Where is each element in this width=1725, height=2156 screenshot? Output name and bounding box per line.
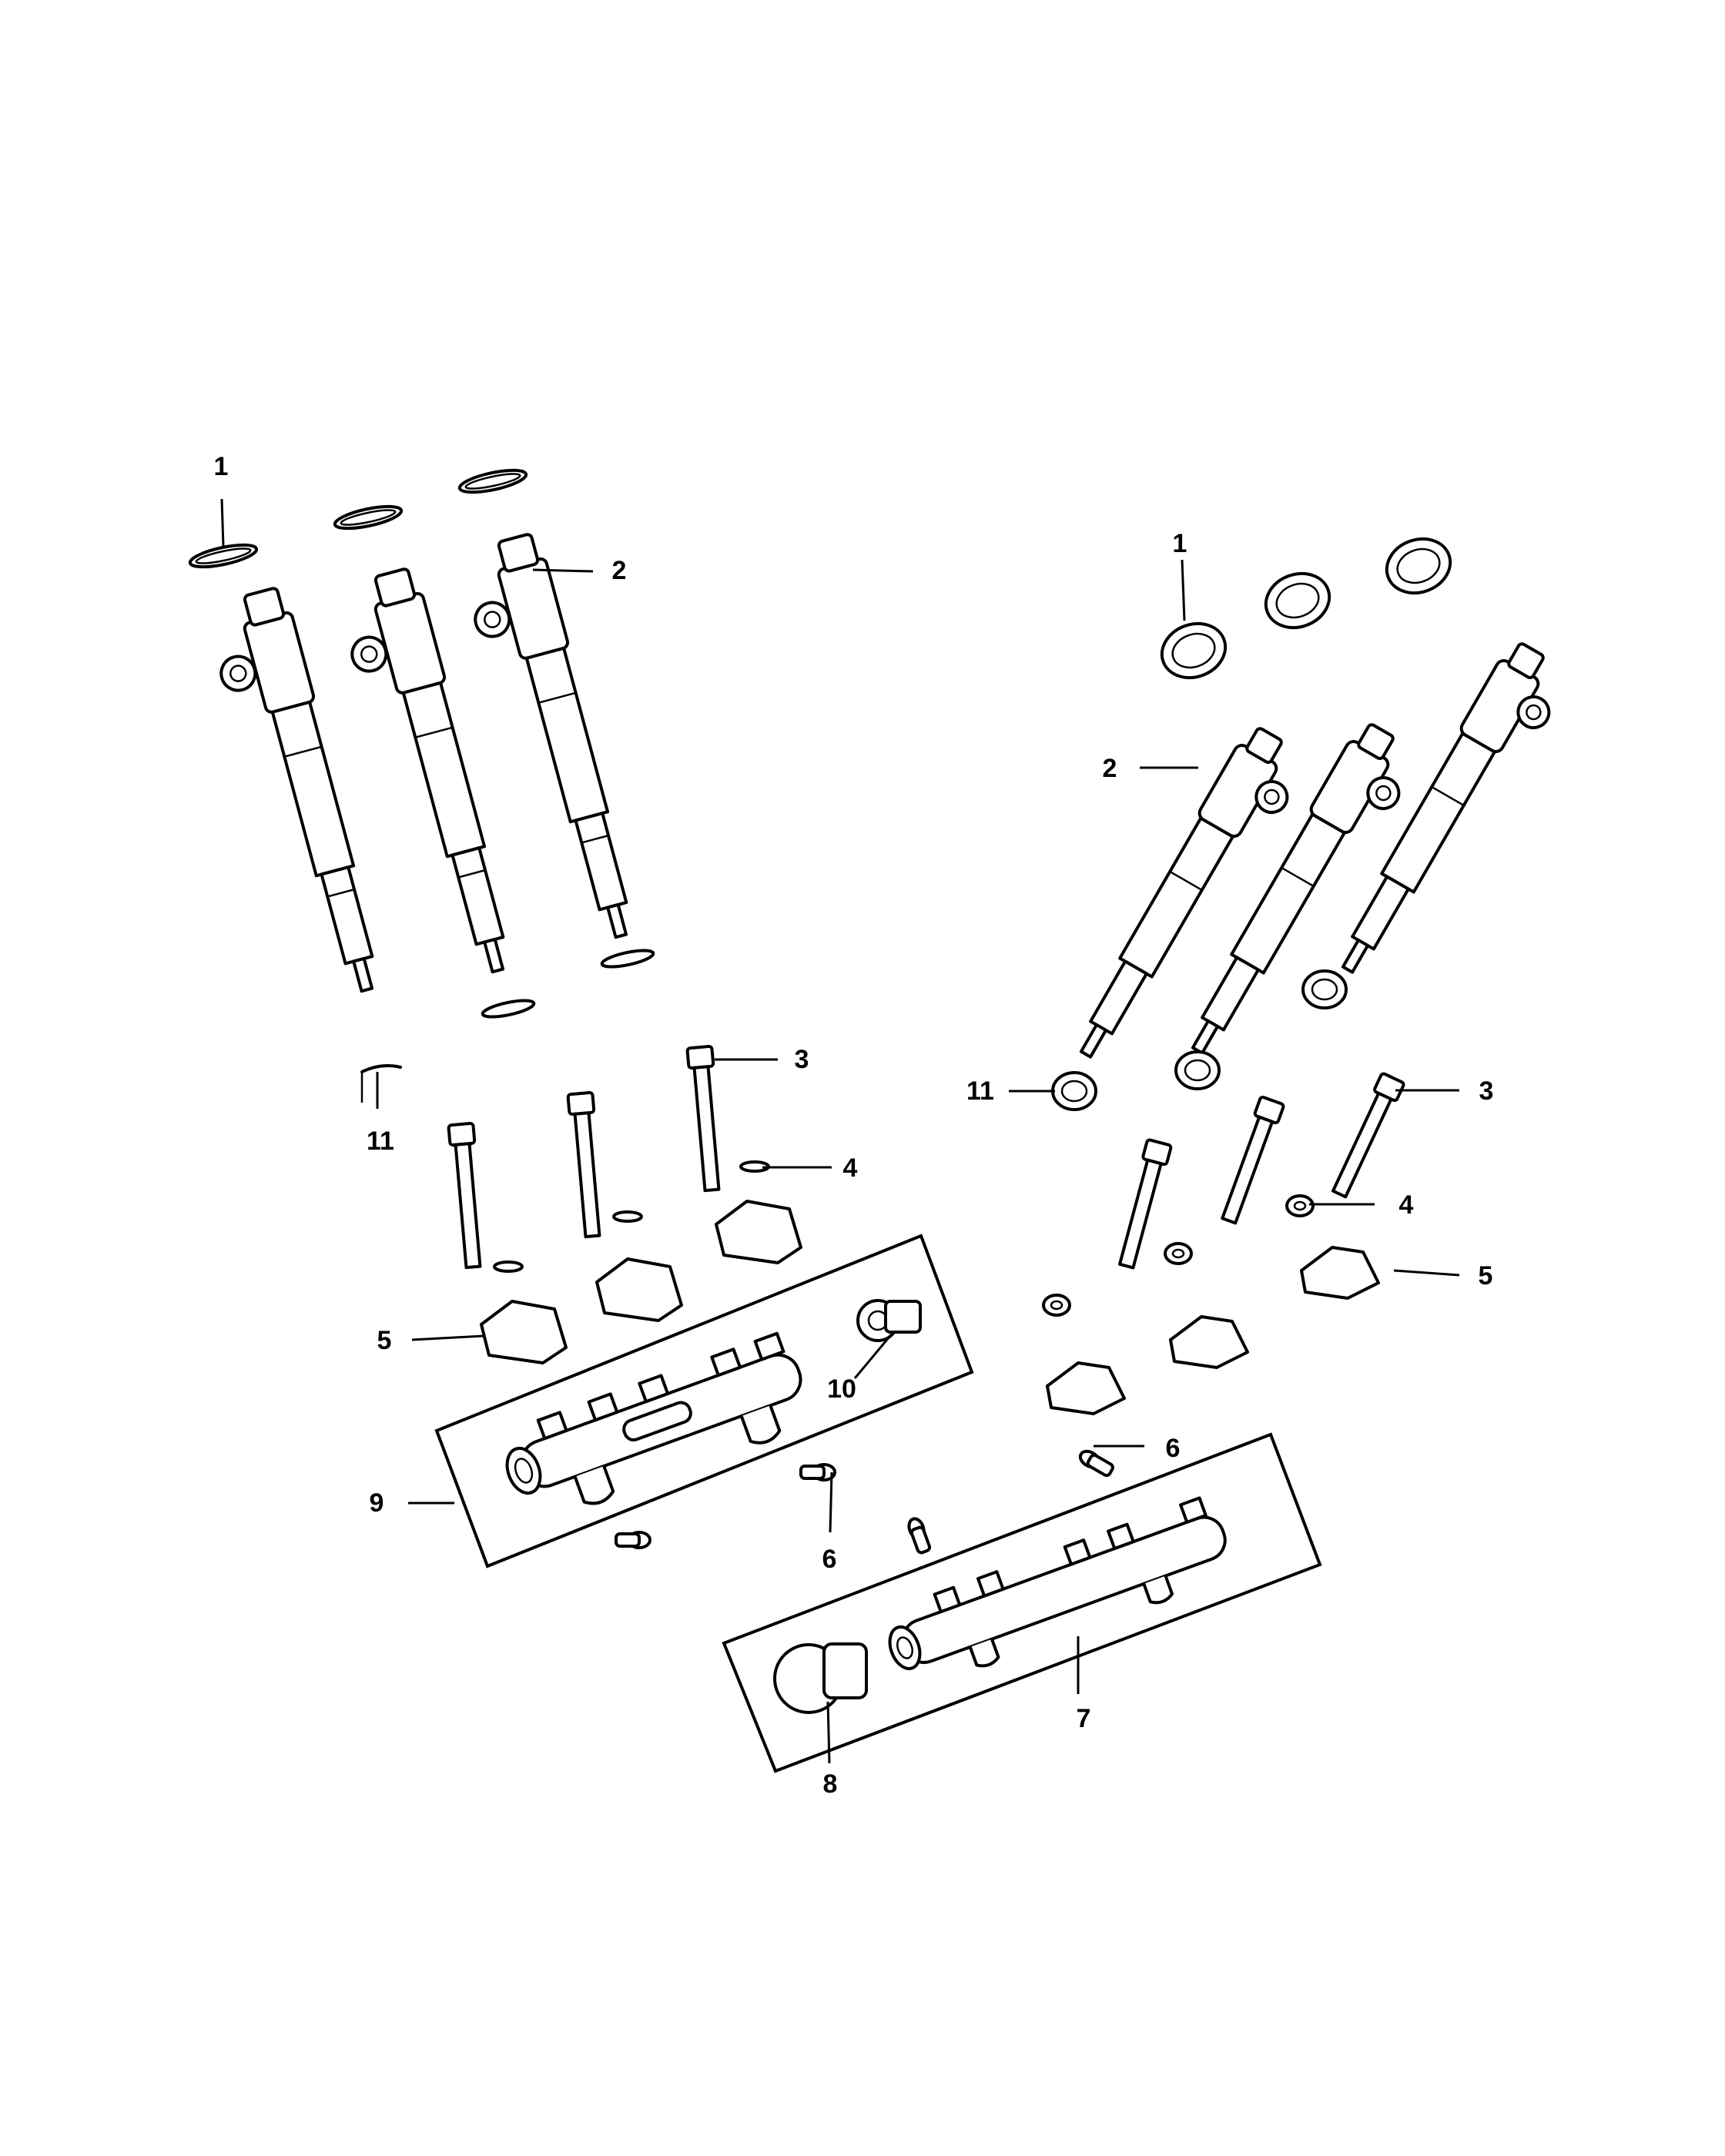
hold-down-bolts-right bbox=[1118, 1072, 1405, 1270]
hold-down-bolts-left bbox=[447, 1045, 721, 1270]
fuel-injectors-right bbox=[1079, 642, 1551, 1059]
callout-2-left: 2 bbox=[612, 556, 627, 585]
left-bank-assembly: 1 2 3 4 5 6 9 10 11 bbox=[188, 452, 974, 1574]
injector-lower-seals-right bbox=[1051, 969, 1348, 1111]
injector-lower-seals-left bbox=[360, 949, 655, 1103]
callout-4-right: 4 bbox=[1399, 1190, 1414, 1220]
callout-7-right: 7 bbox=[1077, 1704, 1091, 1733]
callout-6-left: 6 bbox=[822, 1545, 837, 1574]
callout-9-left: 9 bbox=[370, 1488, 384, 1518]
right-bank-assembly: 1 2 3 4 5 6 7 8 11 bbox=[722, 529, 1551, 1799]
fuel-rail-right bbox=[722, 1432, 1322, 1773]
leader-lines-left bbox=[220, 498, 895, 1533]
callout-8-right: 8 bbox=[823, 1769, 838, 1799]
washers-right bbox=[1042, 1194, 1315, 1317]
callout-10-left: 10 bbox=[827, 1374, 856, 1404]
callout-1-right: 1 bbox=[1173, 529, 1187, 558]
injector-seal-rings-top-left bbox=[188, 468, 528, 569]
washers-left bbox=[493, 1160, 770, 1273]
callout-labels-right: 1 2 3 4 5 6 7 8 11 bbox=[823, 529, 1494, 1799]
callout-11-left: 11 bbox=[367, 1127, 394, 1156]
callout-5-right: 5 bbox=[1479, 1261, 1493, 1291]
injector-clamps-left bbox=[480, 1200, 802, 1364]
callout-3-right: 3 bbox=[1479, 1076, 1494, 1106]
injector-seals-top-right bbox=[1160, 537, 1452, 680]
callout-4-left: 4 bbox=[843, 1153, 858, 1183]
callout-6-right: 6 bbox=[1166, 1434, 1181, 1463]
callout-2-right: 2 bbox=[1103, 754, 1117, 783]
fuel-rail-left bbox=[434, 1234, 974, 1568]
callout-5-left: 5 bbox=[377, 1326, 392, 1355]
rail-screws-right bbox=[907, 1449, 1114, 1555]
rail-screws-left bbox=[615, 1463, 836, 1549]
leader-lines-right bbox=[826, 559, 1460, 1764]
callout-11-right: 11 bbox=[966, 1076, 994, 1106]
callout-labels-left: 1 2 3 4 5 6 9 10 11 bbox=[214, 452, 858, 1574]
callout-3-left: 3 bbox=[795, 1045, 809, 1074]
callout-1-left: 1 bbox=[214, 452, 229, 481]
fuel-injectors-left bbox=[219, 533, 628, 993]
injector-clamps-right bbox=[1046, 1246, 1380, 1415]
